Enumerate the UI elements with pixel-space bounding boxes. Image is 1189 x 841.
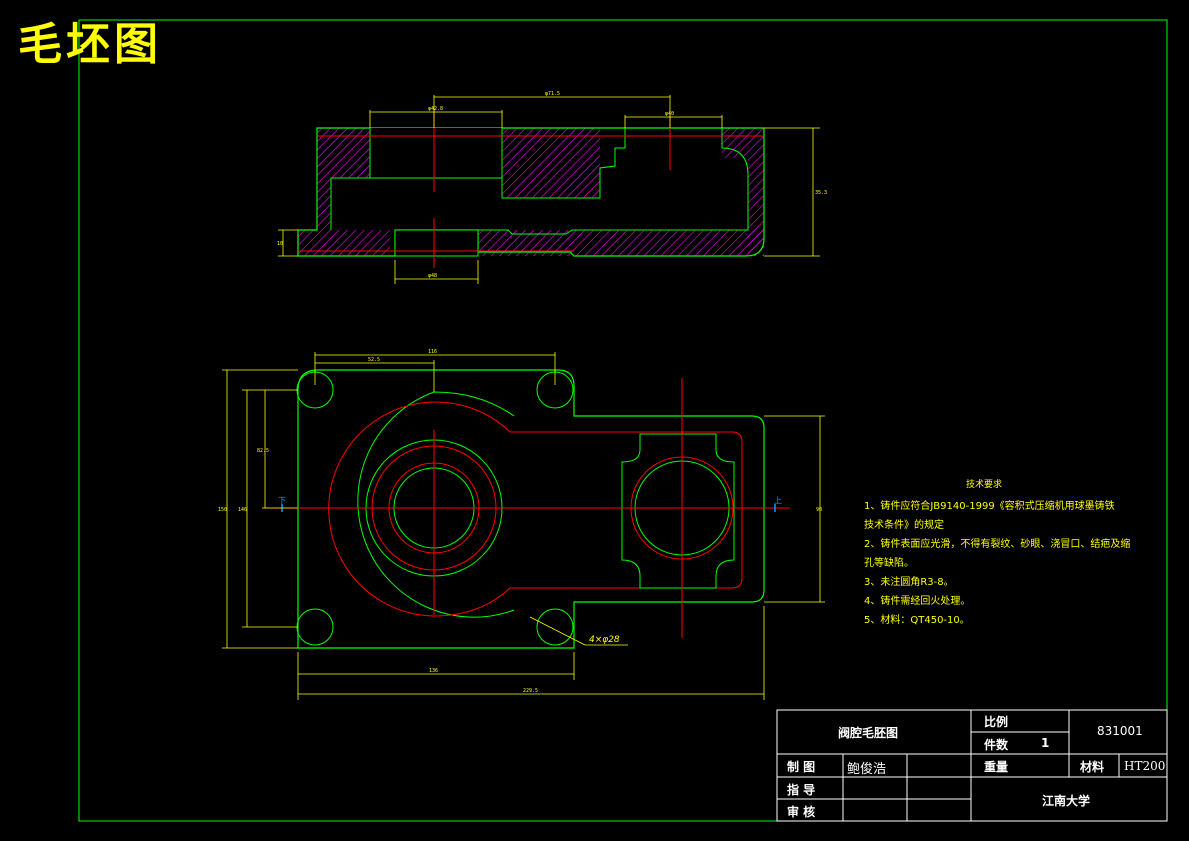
dim-plan-left-upper: 82.5: [257, 448, 269, 454]
hatch-bottom-left: [298, 230, 390, 256]
dim-plan-bottom-inner: 136: [429, 668, 438, 674]
dim-bottom-bore: φ48: [428, 273, 437, 279]
plan-view: 下 上 4×φ28: [218, 349, 825, 700]
dim-plan-top-small: 52.5: [368, 357, 380, 363]
dim-plan-left-outer: 150: [218, 507, 227, 513]
tech-requirement-line: 4、铸件需经回火处理。: [864, 596, 971, 607]
section-view: φ71.5 φ42.8 φ40 35.3 10 φ48: [277, 91, 827, 284]
tech-requirement-line: 3、未注圆角R3-8。: [864, 577, 954, 588]
quantity-label: 件数: [984, 738, 1009, 752]
dim-left-small: 10: [277, 241, 283, 247]
drafted-label: 制 图: [787, 760, 816, 774]
dim-top-span: φ71.5: [545, 91, 560, 97]
drawing-border: [78, 19, 1168, 822]
school-name: 江南大学: [1042, 794, 1091, 808]
section-mark-left: 下: [278, 496, 286, 505]
section-cavity: [330, 128, 749, 235]
page-title: 毛坯图: [18, 19, 162, 70]
hatch-top-right: [722, 128, 764, 158]
weight-label: 重量: [984, 760, 1009, 774]
section-mark-right: 上: [774, 496, 782, 505]
drawing-number: 831001: [1097, 724, 1143, 738]
section-bore-left: [369, 128, 503, 179]
corner-hole-br: [536, 608, 574, 646]
drafted-by: 鲍俊浩: [847, 762, 887, 777]
guide-label: 指 导: [787, 783, 816, 797]
section-bore-bottom: [394, 229, 479, 257]
scale-label: 比例: [984, 715, 1009, 729]
dim-plan-top-wide: 116: [428, 349, 437, 355]
material-value: HT200: [1124, 759, 1166, 773]
tech-requirement-line: 2、铸件表面应光滑，不得有裂纹、砂眼、浇冒口、结疤及缩: [864, 539, 1131, 550]
right-pocket: [621, 433, 735, 589]
quantity-value: 1: [1041, 736, 1050, 750]
tech-requirements-heading: 技术要求: [965, 480, 1002, 490]
tech-requirement-line: 技术条件》的规定: [864, 520, 944, 531]
title-block: [776, 709, 1168, 822]
corner-hole-bl: [296, 608, 334, 646]
base-plate-outline: [297, 369, 765, 649]
tech-requirements: 技术要求 1、铸件应符合JB9140-1999《容积式压缩机用球墨铸铁 技术条件…: [864, 476, 1131, 630]
dim-top-left: φ42.8: [428, 106, 443, 112]
section-outline: [297, 127, 765, 257]
tech-requirement-line: 孔等缺陷。: [864, 558, 914, 569]
dim-plan-left-inner: 146: [238, 507, 247, 513]
hole-callout: 4×φ28: [589, 635, 620, 645]
hatch-left-wall: [317, 178, 331, 230]
review-label: 审 核: [787, 805, 816, 819]
dim-plan-bottom-outer: 229.5: [523, 688, 538, 694]
dim-right-height: 35.3: [815, 190, 827, 196]
tech-requirement-line: 1、铸件应符合JB9140-1999《容积式压缩机用球墨铸铁: [864, 501, 1115, 512]
drawing-name: 阀腔毛胚图: [838, 726, 899, 740]
dim-top-right: φ40: [665, 111, 674, 117]
hatch-top-mid: [502, 128, 600, 198]
tech-requirement-line: 5、材料：QT450-10。: [864, 615, 970, 626]
material-label: 材料: [1080, 760, 1105, 774]
dim-plan-right: 90: [816, 507, 822, 513]
